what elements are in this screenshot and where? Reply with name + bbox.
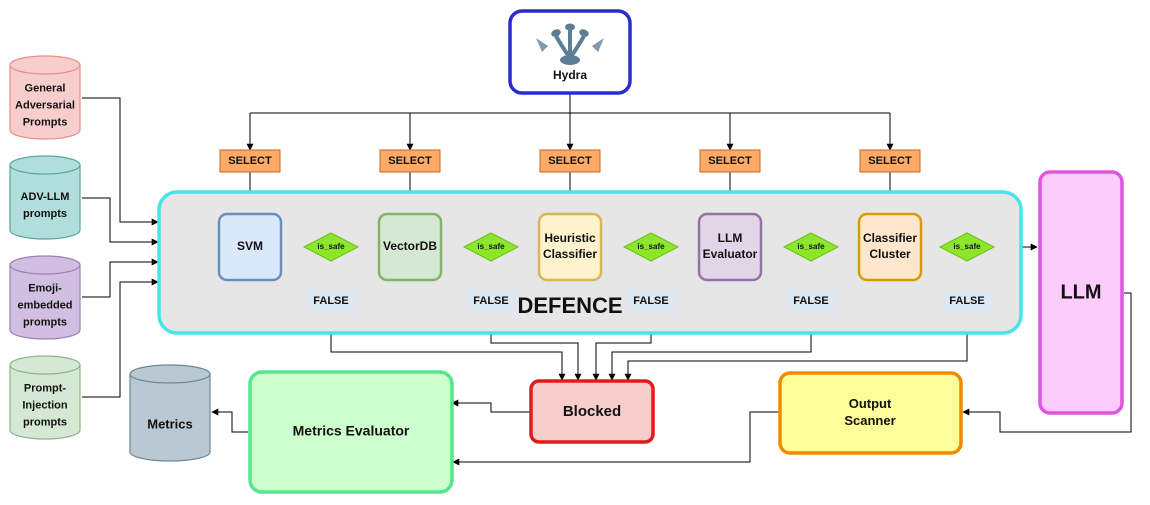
dataset-1-label-line-2: Adversarial [15,99,75,111]
dataset-3-label-line-3: prompts [23,316,67,328]
scanner-to-evaluator-arrow [452,411,779,466]
classifier-box-1 [217,212,283,282]
dataset-2-label-line-1: ADV-LLM [21,191,70,203]
llm-label: LLM [1060,281,1101,303]
false-label-1: FALSE [313,295,348,307]
is-safe-diamond-1 [302,232,360,262]
select-label-3: SELECT [548,155,592,167]
output-scanner-label-line-2: Scanner [844,413,895,428]
hydra-icon [536,23,604,65]
classifier-3-label-line-1: Heuristic [544,231,596,245]
false-box-5 [943,291,991,311]
classifier-2-label-line-1: VectorDB [383,239,437,253]
select-box-4 [699,149,761,173]
dataset-2-arrow [82,197,159,246]
metrics-cylinder-body [129,374,211,462]
dataset-1-label-line-1: General [25,82,66,94]
llm-to-scanner-arrow [962,292,1132,433]
select-label-4: SELECT [708,155,752,167]
dataset-2-label-line-2: prompts [23,208,67,220]
dataset-4-cylinder-body [9,365,81,440]
is-safe-diamond-5 [938,232,996,262]
is-safe-label-4: is_safe [797,242,825,251]
classifier-4-label-line-1: LLM [718,231,743,245]
classifier-box-4 [697,212,763,282]
is-safe-label-5: is_safe [953,242,981,251]
select-box-2 [379,149,441,173]
hydra-label: Hydra [553,68,587,82]
select-label-1: SELECT [228,155,272,167]
is-safe-label-2: is_safe [477,242,505,251]
hydra-head-1 [551,29,561,37]
false-box-4 [787,291,835,311]
dataset-4-label-line-2: Injection [22,399,68,411]
false-5-to-blocked-arrow [624,311,968,381]
classifier-5-label-line-1: Classifier [863,231,917,245]
dataset-4-label-line-1: Prompt- [24,382,67,394]
select-box-1 [219,149,281,173]
is-safe-label-3: is_safe [637,242,665,251]
dataset-3-label-line-1: Emoji- [28,282,62,294]
false-box-3 [627,291,675,311]
dataset-3-cylinder-body [9,265,81,340]
is-safe-label-1: is_safe [317,242,345,251]
false-label-3: FALSE [633,295,668,307]
false-label-2: FALSE [473,295,508,307]
dataset-2-cylinder-top [9,155,81,175]
metrics-cylinder-top [129,364,211,384]
hydra-head-2 [565,23,575,31]
classifier-5-label-line-2: Cluster [869,247,911,261]
classifier-3-label-line-2: Classifier [543,247,597,261]
defence-label: DEFENCE [517,293,622,318]
dataset-3-arrow [82,258,159,298]
is-safe-diamond-4 [782,232,840,262]
hydra-wing-right [592,38,604,52]
false-box-1 [307,291,355,311]
blocked-to-evaluator-arrow [451,399,530,413]
dataset-1-label-line-3: Prompts [23,116,68,128]
select-label-5: SELECT [868,155,912,167]
classifier-box-5 [857,212,923,282]
output-scanner-box [778,371,963,455]
output-scanner-label-line-1: Output [849,396,892,411]
dataset-1-arrow [82,97,159,226]
dataset-2-cylinder-body [9,165,81,240]
is-safe-diamond-3 [622,232,680,262]
dataset-1-cylinder-top [9,55,81,75]
select-label-2: SELECT [388,155,432,167]
select-box-3 [539,149,601,173]
dataset-1-cylinder-body [9,65,81,140]
metrics-evaluator-label: Metrics Evaluator [293,423,410,439]
classifier-4-label-line-2: Evaluator [703,247,758,261]
dataset-4-cylinder-top [9,355,81,375]
blocked-label: Blocked [563,403,621,420]
classifier-box-3 [537,212,603,282]
hydra-wing-left [536,38,548,52]
classifier-box-2 [377,212,443,282]
classifier-1-label-line-1: SVM [237,239,263,253]
dataset-4-arrow [82,278,159,398]
select-box-5 [859,149,921,173]
dataset-3-cylinder-top [9,255,81,275]
llm-box [1038,170,1124,415]
false-label-5: FALSE [949,295,984,307]
false-box-2 [467,291,515,311]
dataset-3-label-line-2: embedded [17,299,72,311]
hydra-body [560,55,580,65]
evaluator-to-metrics-arrow [211,408,248,433]
dataset-4-label-line-3: prompts [23,416,67,428]
is-safe-diamond-2 [462,232,520,262]
metrics-label: Metrics [147,416,193,431]
blocked-box [529,379,655,444]
hydra-head-3 [579,29,589,37]
metrics-evaluator-box [248,370,454,494]
false-label-4: FALSE [793,295,828,307]
